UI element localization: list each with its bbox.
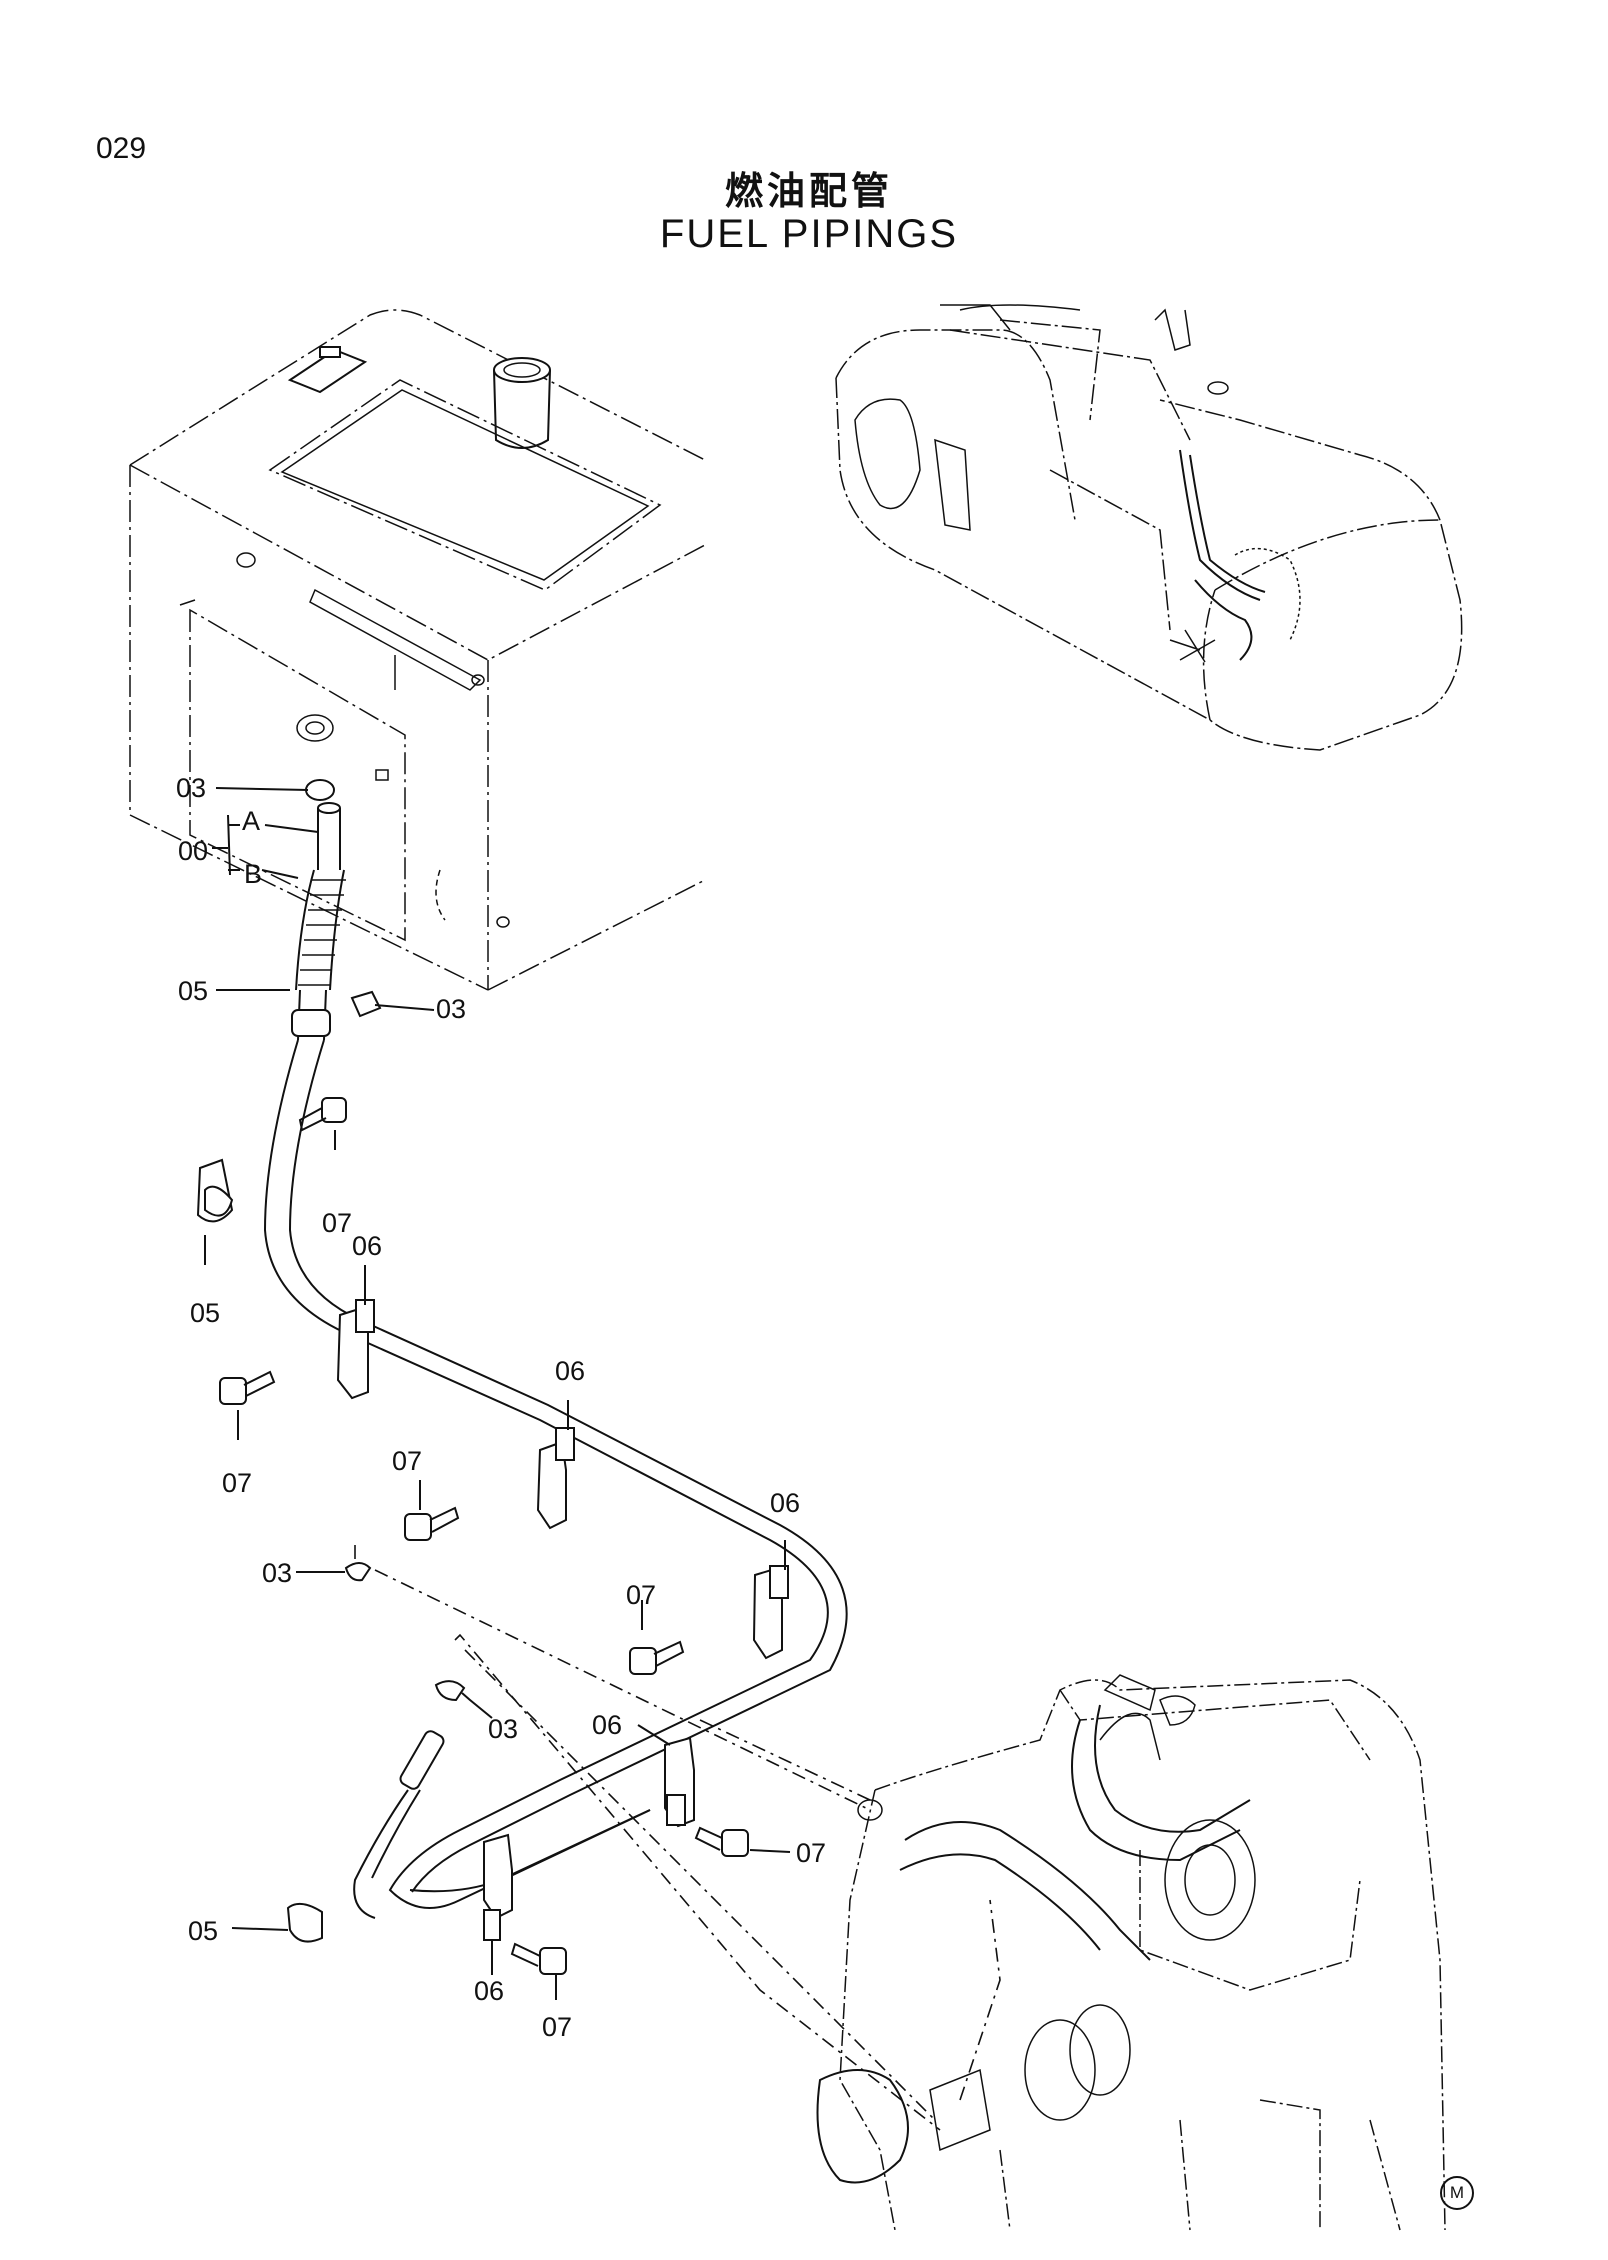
callout-06-a: 06 <box>352 1231 382 1261</box>
bolt-07-f <box>510 1942 567 1975</box>
bolt-07-a <box>298 1097 347 1132</box>
bolt-07-d <box>629 1640 685 1675</box>
callout-05-bottom: 05 <box>188 1916 218 1946</box>
excavator-location-view <box>835 304 1463 751</box>
bracket-06-d <box>664 1736 695 1828</box>
title-chinese: 燃油配管 <box>724 169 893 213</box>
bolt-07-e <box>694 1826 749 1857</box>
bracket-06-a <box>336 1299 375 1400</box>
callout-06-b: 06 <box>555 1356 585 1386</box>
callout-05-top: 05 <box>178 976 208 1006</box>
bracket-06-b <box>536 1427 575 1530</box>
clamp-05-mid <box>196 1158 234 1223</box>
callout-06-e: 06 <box>474 1976 504 2006</box>
bracket-06-c <box>752 1565 789 1660</box>
engine <box>816 1674 1446 2231</box>
fuel-tank <box>129 309 706 991</box>
callout-03-mid: 03 <box>488 1714 518 1744</box>
clip-03-mid <box>434 1680 466 1702</box>
callout-07-c: 07 <box>392 1446 422 1476</box>
bracket-06-e <box>483 1833 513 1941</box>
clip-03-tank-bottom <box>350 990 382 1018</box>
callout-07-d: 07 <box>626 1580 656 1610</box>
bolt-07-c <box>404 1506 460 1541</box>
page-title: FUEL PIPINGS <box>659 212 959 256</box>
callout-07-a: 07 <box>322 1208 352 1238</box>
clip-03-upper <box>305 779 335 801</box>
leader-lines <box>204 787 791 2000</box>
callout-06-c: 06 <box>770 1488 800 1518</box>
page-number: 029 <box>96 132 147 165</box>
callout-00: 00 <box>178 836 208 866</box>
clamp-05-bottom <box>286 1902 323 1943</box>
callout-03-tank-bottom: 03 <box>436 994 466 1024</box>
callout-03-left: 03 <box>262 1558 292 1588</box>
callout-a: A <box>242 806 260 836</box>
callout-b: B <box>244 859 262 889</box>
fuel-hose-assembly <box>263 802 848 1919</box>
callout-07-f: 07 <box>542 2012 572 2042</box>
corner-mark: M <box>1440 2176 1474 2210</box>
callout-03-tank-top: 03 <box>176 773 206 803</box>
callout-07-e: 07 <box>796 1838 826 1868</box>
callout-06-d: 06 <box>592 1710 622 1740</box>
connection-lines <box>354 1545 1001 2131</box>
bolt-07-b <box>219 1370 276 1405</box>
callout-07-b: 07 <box>222 1468 252 1498</box>
callout-05-mid: 05 <box>190 1298 220 1328</box>
clip-03-left <box>344 1562 372 1582</box>
